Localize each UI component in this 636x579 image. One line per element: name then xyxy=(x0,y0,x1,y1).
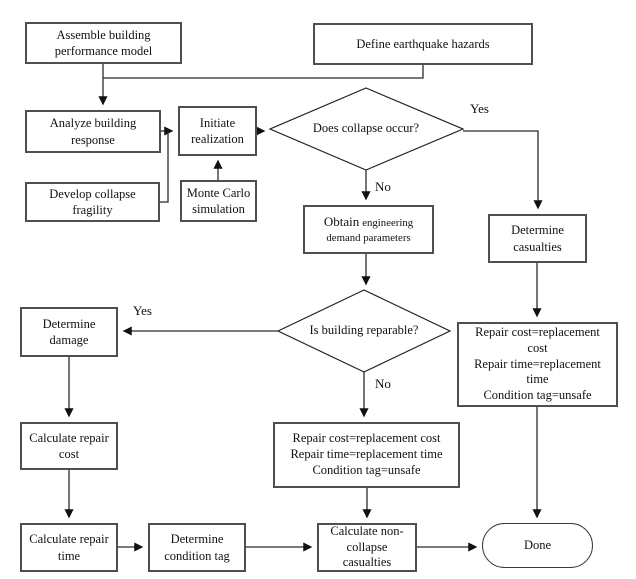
decision-does-collapse-occur-label: Does collapse occur? xyxy=(312,121,420,135)
edge-hazards-merge xyxy=(103,65,424,79)
edge-collapse-yes-to-casualties xyxy=(463,130,543,210)
node-determine-casualties: Determine casualties xyxy=(488,214,587,263)
node-analyze-building-response: Analyze building response xyxy=(25,110,161,153)
node-calculate-repair-cost: Calculate repair cost xyxy=(20,422,118,470)
obtain-edp-rest2: demand parameters xyxy=(326,231,411,244)
label-reparable-no: No xyxy=(375,376,391,391)
node-assemble-performance-model: Assemble building performance model xyxy=(25,22,182,64)
node-done: Done xyxy=(482,523,593,568)
node-calculate-repair-time: Calculate repair time xyxy=(20,523,118,572)
decision-does-collapse-occur-shape xyxy=(268,87,465,171)
node-initiate-realization: Initiate realization xyxy=(178,106,257,156)
node-determine-damage: Determine damage xyxy=(20,307,118,357)
obtain-edp-lead: Obtain xyxy=(323,214,360,230)
label-collapse-no: No xyxy=(375,179,391,194)
edge-fragility-join xyxy=(160,131,169,203)
decision-is-building-reparable-label: Is building reparable? xyxy=(309,323,419,337)
node-calculate-noncollapse-casualties: Calculate non- collapse casualties xyxy=(317,523,417,572)
label-reparable-yes: Yes xyxy=(133,303,152,318)
node-monte-carlo-simulation: Monte Carlo simulation xyxy=(180,180,257,222)
node-determine-condition-tag: Determine condition tag xyxy=(148,523,246,572)
label-collapse-yes: Yes xyxy=(470,101,489,116)
node-develop-collapse-fragility: Develop collapse fragility xyxy=(25,182,160,222)
decision-is-building-reparable-shape xyxy=(276,289,452,373)
node-repair-replacement-unsafe-right: Repair cost=replacement cost Repair time… xyxy=(457,322,618,407)
node-repair-replacement-unsafe-mid: Repair cost=replacement cost Repair time… xyxy=(273,422,460,488)
obtain-edp-rest1: engineering xyxy=(362,217,414,230)
node-define-earthquake-hazards: Define earthquake hazards xyxy=(313,23,533,65)
